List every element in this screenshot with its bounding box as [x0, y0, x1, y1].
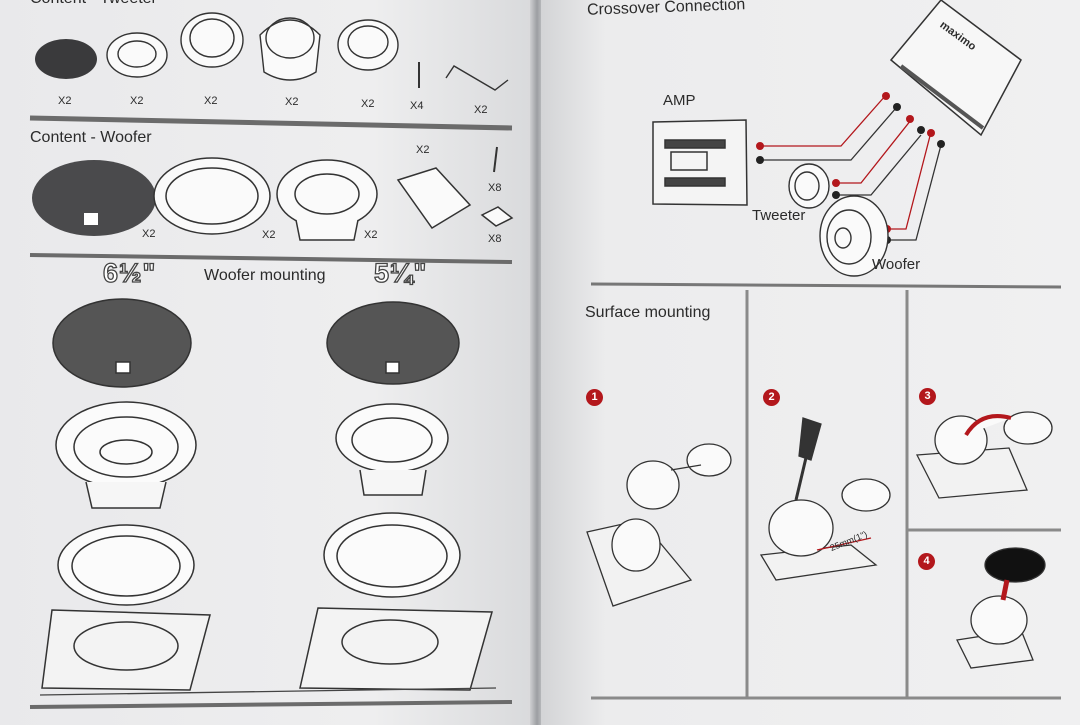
tweeter-surface-cup-icon	[180, 12, 244, 68]
qty-label: X2	[364, 229, 378, 241]
baseboard-line	[39, 687, 497, 696]
woofer-mounting-label: Woofer mounting	[204, 267, 326, 284]
surface-mounting-title: Surface mounting	[585, 304, 711, 321]
panel-borders	[591, 290, 1061, 700]
woofer-size-small: 5¼"	[373, 257, 428, 288]
right-illustrations	[586, 0, 1062, 700]
divider-line	[29, 253, 513, 264]
crossover-box-icon	[396, 167, 472, 230]
amp-label: AMP	[663, 92, 696, 109]
woofer-screw-icon	[493, 146, 498, 173]
woofer-clip-icon	[480, 206, 514, 227]
section-title-woofer: Content - Woofer	[30, 129, 152, 146]
crossover-icon	[889, 0, 1022, 137]
qty-label: X2	[416, 144, 430, 156]
divider-line	[29, 700, 513, 709]
qty-label: X2	[285, 96, 299, 108]
qty-label: X2	[262, 229, 276, 241]
tweeter-icon	[106, 32, 168, 78]
divider-line	[590, 282, 1062, 289]
woofer-65-exploded-view	[41, 298, 211, 691]
step-2-badge: 2	[763, 389, 780, 406]
qty-label: X8	[488, 182, 502, 194]
woofer-525-exploded-view	[299, 301, 493, 691]
section-title-tweeter: Content - Tweeter	[30, 0, 157, 8]
woofer-icon	[276, 159, 378, 229]
qty-label: X4	[410, 100, 424, 112]
book-gutter	[530, 0, 544, 725]
tweeter-label: Tweeter	[752, 207, 806, 224]
woofer-size-large: 6½"	[102, 257, 157, 288]
tweeter-icon	[788, 163, 830, 209]
tweeter-angle-cup-icon	[259, 19, 321, 81]
right-page: Crossover Connection AMP Tweeter Woofer …	[541, 0, 1080, 725]
qty-label: X2	[130, 95, 144, 107]
step-4-illustration	[956, 547, 1046, 669]
wire-tweeter-positive	[837, 119, 912, 184]
qty-label: X2	[474, 104, 488, 116]
qty-label: X2	[142, 228, 156, 240]
woofer-ring-icon	[153, 157, 271, 235]
step-4-badge: 4	[918, 553, 935, 570]
left-page: Content - Tweeter X2 X2 X2 X2 X2 X4 X2 C…	[0, 0, 533, 725]
wire-amp-negative	[761, 107, 897, 161]
step-3-illustration	[915, 411, 1053, 499]
woofer-grille-icon	[32, 160, 156, 236]
step-3-badge: 3	[919, 388, 936, 405]
wire-amp-positive	[761, 94, 887, 147]
divider-line	[29, 115, 513, 131]
left-illustrations	[29, 12, 514, 709]
amp-icon	[652, 119, 748, 206]
tweeter-grille-icon	[35, 39, 97, 79]
step-1-badge: 1	[586, 389, 603, 406]
wire-tweeter-negative	[837, 134, 922, 196]
wire-woofer-positive	[887, 131, 932, 230]
tweeter-bracket-icon	[445, 65, 509, 91]
qty-label: X8	[488, 233, 502, 245]
qty-label: X2	[58, 95, 72, 107]
terminal-dots	[756, 92, 945, 244]
step-2-illustration	[759, 417, 891, 581]
wire-woofer-negative	[887, 144, 942, 241]
woofer-icon	[819, 195, 889, 277]
qty-label: X2	[204, 95, 218, 107]
qty-label: X2	[361, 98, 375, 110]
tweeter-flush-cup-icon	[337, 19, 399, 71]
woofer-label: Woofer	[872, 256, 921, 273]
step-1-illustration	[586, 443, 732, 607]
